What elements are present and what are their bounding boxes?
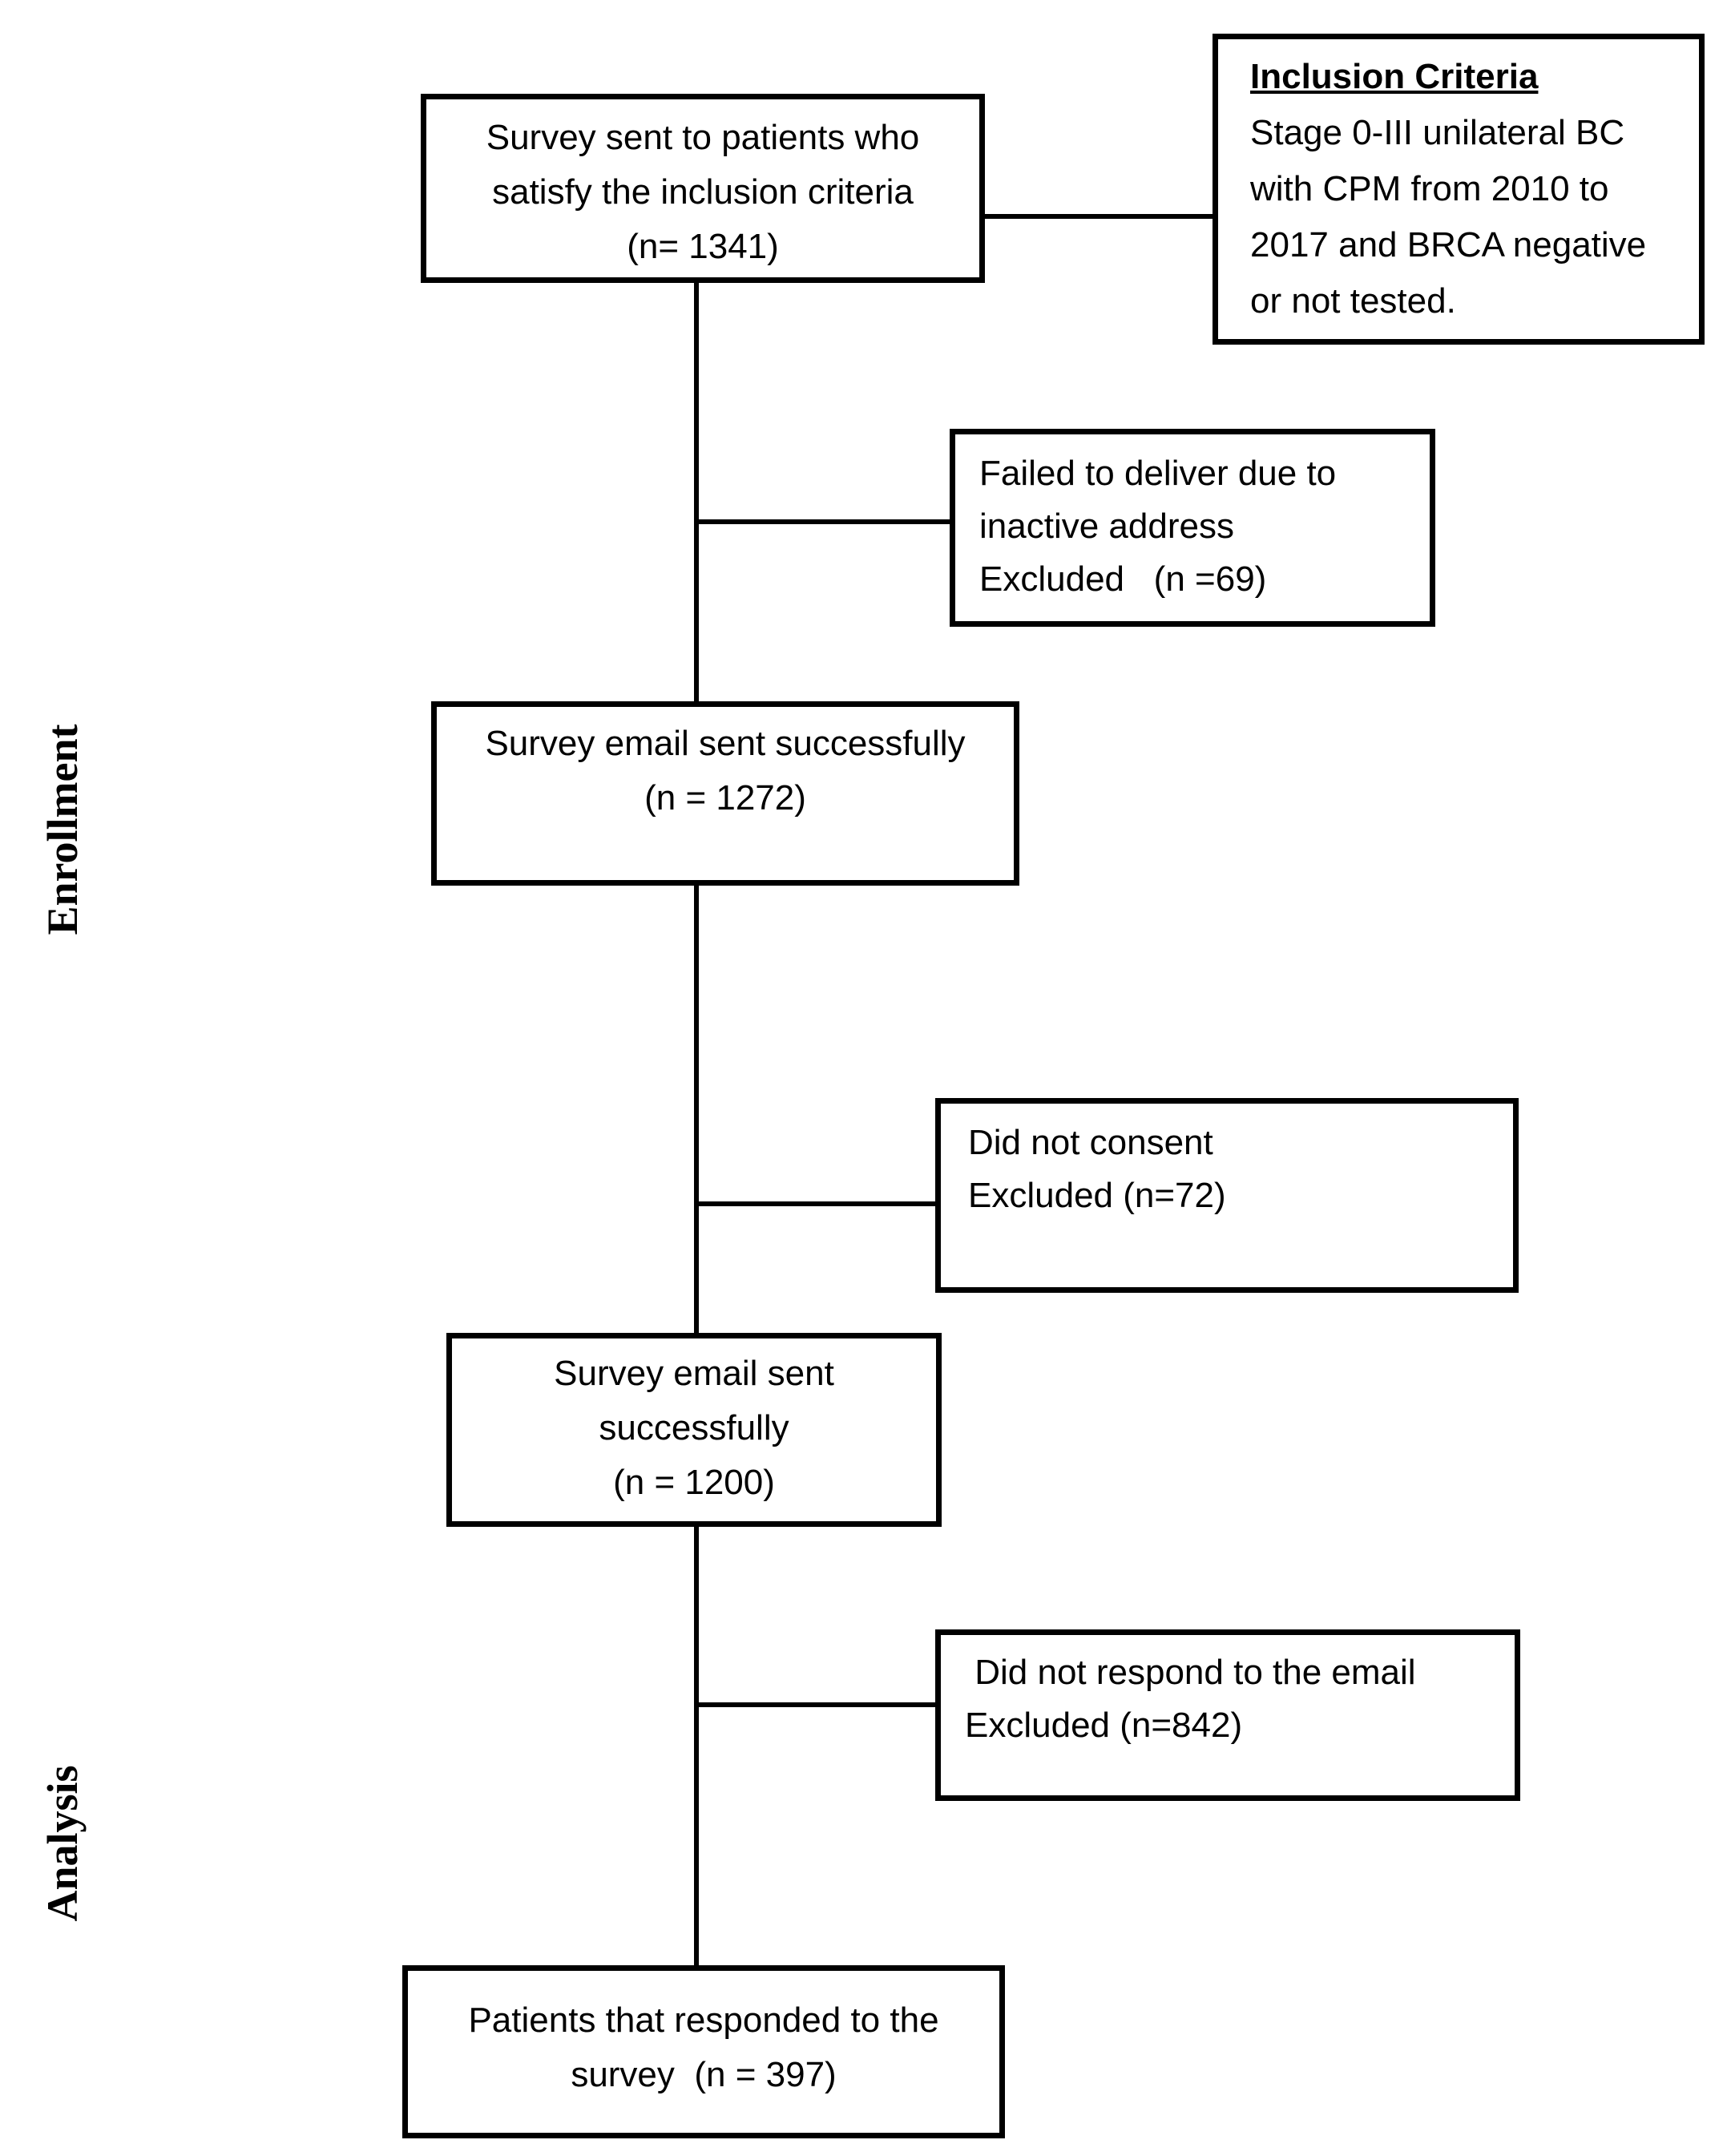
email-sent-1272-line-1: Survey email sent successfully <box>485 724 966 763</box>
email-sent-1200-count: (n = 1200) <box>613 1463 775 1502</box>
failed-delivery-count: Excluded (n =69) <box>979 559 1267 599</box>
responded-count: survey (n = 397) <box>571 2055 837 2094</box>
no-consent-count: Excluded (n=72) <box>968 1176 1226 1215</box>
connector-sent-to-sent-success-1 <box>694 283 699 701</box>
responded-line-1: Patients that responded to the <box>468 2001 939 2040</box>
no-response-line-1: Did not respond to the email <box>965 1653 1416 1692</box>
connector-branch-failed-delivery <box>696 519 950 524</box>
connector-sent-success-1-to-2 <box>694 886 699 1333</box>
failed-delivery-line-1: Failed to deliver due to <box>979 454 1337 493</box>
inclusion-criteria-title: Inclusion Criteria <box>1250 57 1539 96</box>
stage-label-analysis: Analysis <box>38 1765 87 1922</box>
box-survey-sent-count: (n= 1341) <box>627 227 779 266</box>
box-excluded-failed-delivery: Failed to deliver due to inactive addres… <box>950 429 1435 627</box>
box-excluded-no-consent: Did not consent Excluded (n=72) <box>935 1098 1519 1293</box>
email-sent-1200-line-2: successfully <box>599 1408 789 1447</box>
box-email-sent-1200: Survey email sent successfully (n = 1200… <box>446 1333 942 1527</box>
stage-label-enrollment: Enrollment <box>38 724 87 935</box>
connector-branch-no-response <box>696 1702 935 1707</box>
connector-sent-to-inclusion <box>984 214 1213 219</box>
no-response-count: Excluded (n=842) <box>965 1706 1243 1745</box>
no-consent-line-1: Did not consent <box>968 1123 1213 1162</box>
failed-delivery-line-2: inactive address <box>979 507 1234 546</box>
inclusion-criteria-line-4: or not tested. <box>1250 281 1456 321</box>
box-email-sent-1272: Survey email sent successfully (n = 1272… <box>431 701 1019 886</box>
inclusion-criteria-line-3: 2017 and BRCA negative <box>1250 225 1647 264</box>
connector-sent-success-2-to-responded <box>694 1527 699 1965</box>
email-sent-1272-count: (n = 1272) <box>644 778 806 818</box>
inclusion-criteria-line-2: with CPM from 2010 to <box>1250 169 1609 208</box>
box-survey-sent: Survey sent to patients who satisfy the … <box>421 94 985 283</box>
box-inclusion-criteria: Inclusion Criteria Stage 0-III unilatera… <box>1213 34 1705 345</box>
box-survey-sent-line-1: Survey sent to patients who <box>486 118 920 157</box>
email-sent-1200-line-1: Survey email sent <box>554 1354 834 1393</box>
connector-branch-no-consent <box>696 1201 935 1206</box>
box-survey-sent-line-2: satisfy the inclusion criteria <box>492 172 914 212</box>
inclusion-criteria-line-1: Stage 0-III unilateral BC <box>1250 113 1625 152</box>
box-excluded-no-response: Did not respond to the email Excluded (n… <box>935 1629 1520 1801</box>
box-responded: Patients that responded to the survey (n… <box>402 1965 1005 2138</box>
